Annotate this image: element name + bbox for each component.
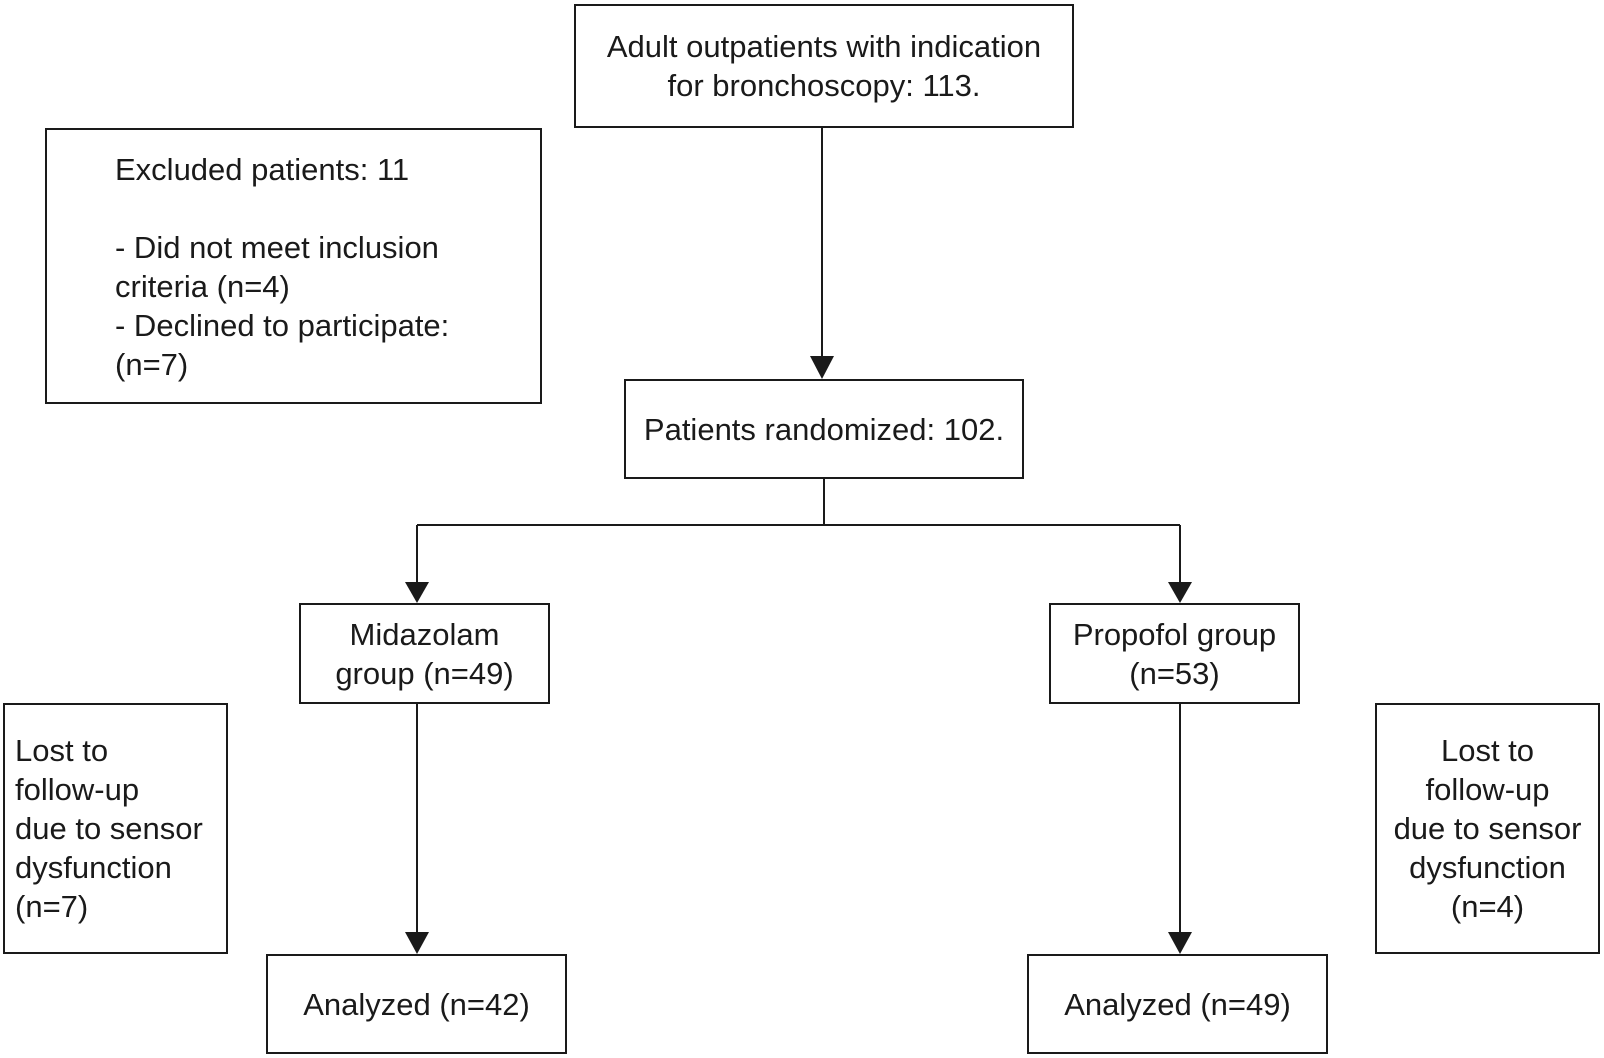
lost-left-line-4: dysfunction [15,850,172,885]
randomized-box: Patients randomized: 102. [624,379,1024,479]
lost-followup-propofol-box: Lost to follow-up due to sensor dysfunct… [1375,703,1600,954]
lost-left-line-2: follow-up [15,772,140,807]
excluded-line-1: - Did not meet inclusion [115,230,439,265]
excluded-line-3: - Declined to participate: [115,308,450,343]
arrowhead-analyzed-left [405,932,429,954]
randomized-label: Patients randomized: 102. [643,411,1005,447]
arrowhead-randomized [810,356,834,379]
arrowhead-analyzed-right [1168,932,1192,954]
lost-right-line-5: (n=4) [1450,889,1525,924]
analyzed-left-label: Analyzed (n=42) [303,986,530,1022]
excluded-spacer [115,189,540,228]
analyzed-midazolam-box: Analyzed (n=42) [266,954,567,1054]
lost-right-line-4: dysfunction [1409,850,1566,885]
analyzed-propofol-box: Analyzed (n=49) [1027,954,1328,1054]
lost-right-line-1: Lost to [1440,733,1535,768]
excluded-line-2: criteria (n=4) [115,269,290,304]
lost-left-line-3: due to sensor [15,811,203,846]
excluded-line-4: (n=7) [115,347,189,382]
lost-left-line-5: (n=7) [15,889,89,924]
lost-right-line-2: follow-up [1425,772,1550,807]
lost-right-line-3: due to sensor [1393,811,1582,846]
enrollment-line-2: for bronchoscopy: 113. [667,68,981,103]
midazolam-line-1: Midazolam [349,616,500,652]
lost-followup-midazolam-box: Lost to follow-up due to sensor dysfunct… [3,703,228,954]
propofol-line-2: (n=53) [1129,655,1220,691]
arrowhead-propofol [1168,582,1192,603]
midazolam-group-box: Midazolam group (n=49) [299,603,550,704]
enrollment-box: Adult outpatients with indication for br… [574,4,1074,128]
enrollment-line-1: Adult outpatients with indication [606,29,1042,64]
propofol-line-1: Propofol group [1072,616,1277,652]
excluded-title: Excluded patients: 11 [115,152,410,187]
excluded-box: Excluded patients: 11 - Did not meet inc… [45,128,542,404]
lost-left-line-1: Lost to [15,733,109,768]
arrowhead-midazolam [405,582,429,603]
midazolam-line-2: group (n=49) [335,655,514,691]
propofol-group-box: Propofol group (n=53) [1049,603,1300,704]
analyzed-right-label: Analyzed (n=49) [1064,986,1291,1022]
